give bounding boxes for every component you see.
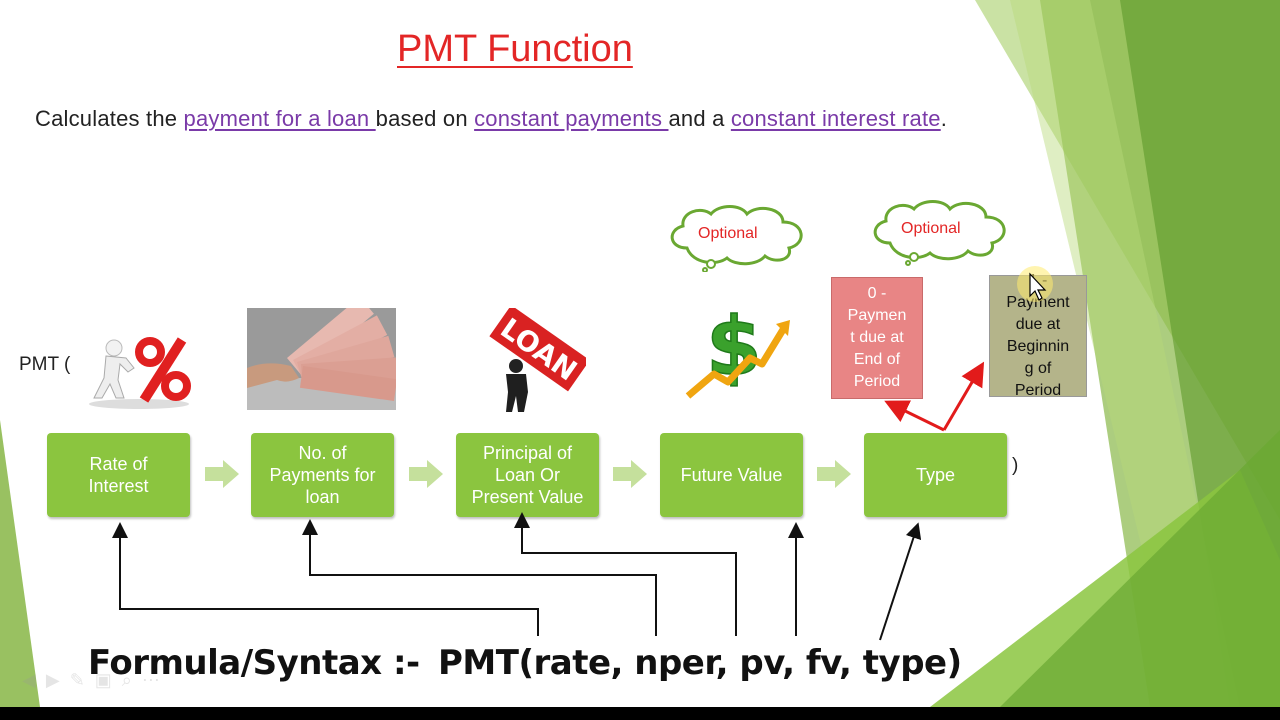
note-line: Period bbox=[853, 373, 901, 390]
box-label: Payments for bbox=[269, 465, 376, 485]
pmt-open-text: PMT ( bbox=[19, 354, 71, 375]
box-label: Principal of bbox=[482, 443, 573, 463]
box-label: loan bbox=[305, 487, 340, 507]
note-line: Payment bbox=[1006, 294, 1070, 311]
box-label: No. of bbox=[298, 443, 347, 463]
loan-sign-icon: LOAN bbox=[489, 308, 586, 412]
prev-slide-icon[interactable]: ◀ bbox=[22, 670, 36, 690]
note-line: g of bbox=[1024, 360, 1052, 377]
next-slide-icon[interactable]: ▶ bbox=[45, 670, 60, 690]
box-label: Rate of bbox=[89, 454, 148, 474]
percent-icon bbox=[89, 337, 191, 409]
note-line: Period bbox=[1014, 382, 1062, 399]
box-label: Interest bbox=[88, 476, 149, 496]
subtitle-link-constant-payments[interactable]: constant payments bbox=[474, 106, 669, 131]
formula-syntax: PMT(rate, nper, pv, fv, type) bbox=[438, 643, 962, 683]
type-note-end-of-period: 0 - Paymen t due at End of Period bbox=[831, 277, 923, 399]
subtitle-text: . bbox=[940, 106, 948, 131]
step-future-value: Future Value bbox=[660, 433, 803, 517]
optional-label-type: Optional bbox=[901, 220, 961, 237]
note-line: t due at bbox=[850, 329, 904, 346]
chevron-right-icon bbox=[409, 460, 443, 488]
pmt-close-text: ) bbox=[1012, 455, 1019, 476]
subtitle-text: Calculates the bbox=[35, 106, 184, 131]
box-label: Loan Or bbox=[494, 465, 561, 485]
bottom-bar bbox=[0, 707, 1280, 720]
chevron-right-icon bbox=[817, 460, 851, 488]
note-line: due at bbox=[1015, 316, 1061, 333]
slide-subtitle: Calculates the payment for a loan based … bbox=[35, 106, 947, 132]
subtitle-text: based on bbox=[375, 106, 475, 131]
money-icon bbox=[247, 308, 396, 410]
box-label: Type bbox=[915, 465, 956, 485]
note-line: 0 - bbox=[867, 285, 887, 302]
slides-icon[interactable]: ▣ bbox=[94, 670, 112, 690]
type-note-beginning-of-period: 1 - Payment due at Beginnin g of Period bbox=[989, 272, 1087, 399]
dollar-growth-icon: $ bbox=[685, 302, 790, 399]
note-line: Paymen bbox=[847, 307, 907, 324]
subtitle-text: and a bbox=[668, 106, 731, 131]
box-label: Present Value bbox=[471, 487, 584, 507]
more-icon[interactable]: ⋯ bbox=[141, 670, 160, 690]
slideshow-controls[interactable]: ◀ ▶ ✎ ▣ ⌕ ⋯ bbox=[22, 670, 292, 698]
pen-icon[interactable]: ✎ bbox=[69, 670, 85, 690]
chevron-right-icon bbox=[613, 460, 647, 488]
zoom-icon[interactable]: ⌕ bbox=[121, 670, 132, 690]
note-line: Beginnin bbox=[1006, 338, 1070, 355]
subtitle-link-interest-rate[interactable]: constant interest rate bbox=[730, 106, 941, 131]
cursor-icon bbox=[1017, 266, 1053, 302]
note-line: End of bbox=[853, 351, 901, 368]
formula-label: Formula/Syntax :- bbox=[88, 643, 420, 683]
box-label: Future Value bbox=[680, 465, 783, 485]
cloud-icon bbox=[873, 200, 1006, 266]
slide-title: PMT Function bbox=[397, 28, 633, 70]
step-type: Type bbox=[864, 433, 1007, 517]
subtitle-link-payment[interactable]: payment for a loan bbox=[183, 106, 376, 131]
chevron-right-icon bbox=[205, 460, 239, 488]
cloud-icon bbox=[670, 205, 803, 272]
optional-label-fv: Optional bbox=[698, 225, 758, 242]
